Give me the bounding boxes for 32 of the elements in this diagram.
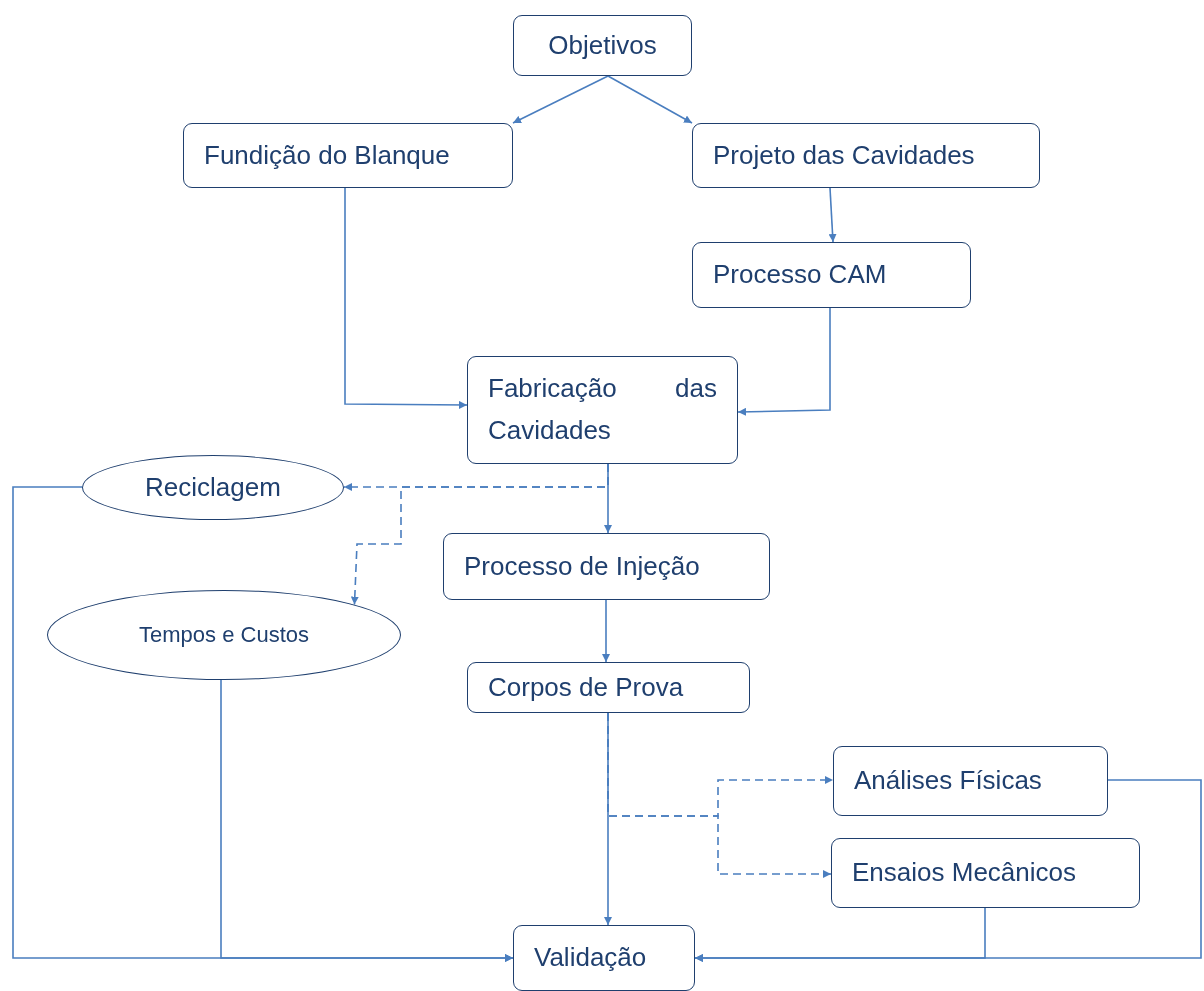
arrow: [344, 187, 468, 409]
node-label: Ensaios Mecânicos: [851, 856, 1077, 890]
node-label: Projeto das Cavidades: [712, 138, 976, 172]
node-label: Fundição do Blanque: [203, 138, 451, 172]
node-label: Reciclagem: [144, 470, 282, 504]
process-box: [692, 242, 971, 308]
process-box: [443, 533, 770, 600]
process-box: [833, 746, 1108, 816]
arrow: [220, 679, 514, 962]
node-label: Fabricação das Cavidades: [487, 372, 718, 447]
node-label: Tempos e Custos: [138, 621, 310, 650]
process-box: [513, 15, 692, 76]
process-box: [183, 123, 513, 188]
process-box: [467, 662, 750, 713]
process-box: [831, 838, 1140, 908]
arrow: [512, 75, 609, 124]
process-box: [692, 123, 1040, 188]
dashed-arrow: [607, 712, 832, 878]
node-label: Validação: [533, 941, 648, 975]
process-box: [467, 356, 738, 464]
arrow: [602, 599, 610, 663]
node-label: Objetivos: [547, 28, 658, 62]
dashed-arrow: [350, 463, 609, 606]
node-label: Análises Físicas: [853, 764, 1043, 798]
node-label: Processo CAM: [712, 258, 888, 292]
node-label: Corpos de Prova: [487, 670, 685, 704]
arrow: [694, 907, 986, 962]
process-box: [513, 925, 695, 991]
arrow: [607, 75, 693, 124]
node-label: Processo de Injeção: [463, 549, 701, 583]
arrow: [828, 187, 837, 243]
arrow: [737, 307, 831, 416]
